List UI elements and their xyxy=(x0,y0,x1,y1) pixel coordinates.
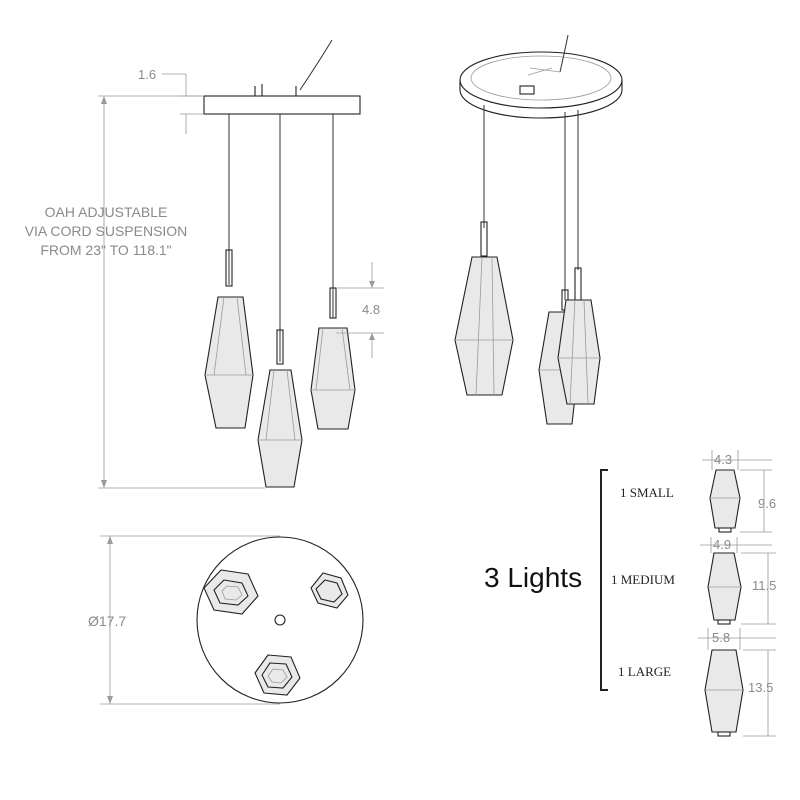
plan-shade-top-right xyxy=(310,572,349,609)
front-elevation: 1.6 OAH ADJUSTABLE VIA CORD SUSPENSION F… xyxy=(25,39,384,489)
diagram-title: 3 Lights xyxy=(484,562,582,593)
oah-note-line-1: OAH ADJUSTABLE xyxy=(45,204,168,220)
key-shade-large xyxy=(704,649,744,733)
plan-shade-bottom xyxy=(254,654,301,696)
perspective-shade-left xyxy=(454,256,514,396)
size-label-medium: 1 MEDIUM xyxy=(611,572,675,587)
canopy-height-dim: 1.6 xyxy=(138,67,156,82)
plan-shade-top-left xyxy=(203,569,259,615)
front-shade-middle xyxy=(257,369,303,488)
perspective-shade-front xyxy=(557,299,601,405)
size-label-small: 1 SMALL xyxy=(620,485,674,500)
front-shade-left xyxy=(204,296,254,429)
size-key: 3 Lights 1 SMALL 1 MEDIUM 1 LARGE 4.3 9.… xyxy=(484,450,776,737)
perspective-view xyxy=(454,34,623,425)
front-canopy xyxy=(203,95,361,115)
small-width-dim: 4.3 xyxy=(714,452,732,467)
oah-note-line-3: FROM 23" TO 118.1" xyxy=(40,242,171,258)
size-label-large: 1 LARGE xyxy=(618,664,671,679)
large-width-dim: 5.8 xyxy=(712,630,730,645)
plan-canopy xyxy=(196,536,364,704)
key-shade-medium xyxy=(707,552,742,621)
plan-view: Ø17.7 xyxy=(88,535,364,705)
oah-note-line-2: VIA CORD SUSPENSION xyxy=(25,223,188,239)
key-shade-small xyxy=(709,469,741,529)
small-height-dim: 9.6 xyxy=(758,496,776,511)
medium-height-dim: 11.5 xyxy=(752,578,776,593)
canopy-diameter-dim: Ø17.7 xyxy=(88,613,126,629)
medium-width-dim: 4.9 xyxy=(713,537,731,552)
large-height-dim: 13.5 xyxy=(748,680,773,695)
shade-offset-dim: 4.8 xyxy=(362,302,380,317)
